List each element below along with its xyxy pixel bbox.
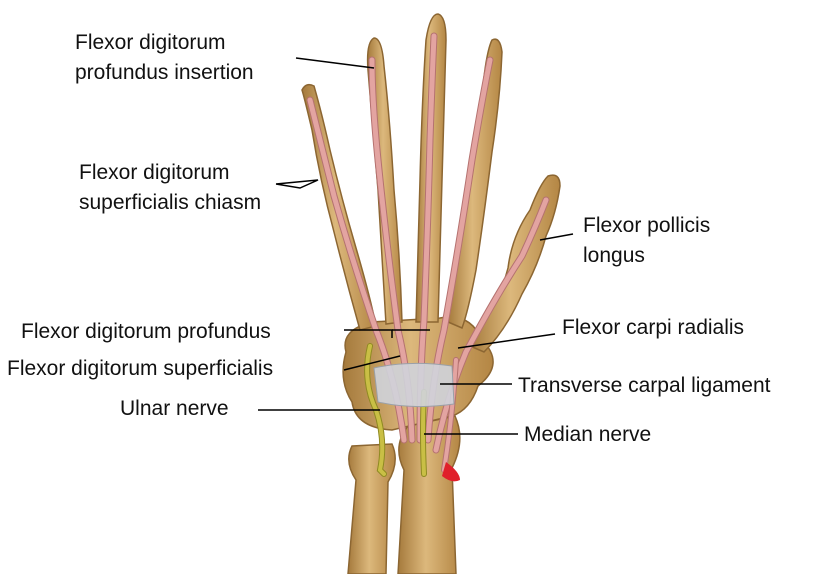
- label-fpl: Flexor pollicis longus: [583, 211, 710, 271]
- transverse-carpal-ligament-shape: [374, 363, 454, 406]
- label-fds: Flexor digitorum superficialis: [7, 354, 273, 384]
- ulna-bone: [348, 444, 395, 574]
- label-fdp-insertion: Flexor digitorum profundus insertion: [75, 28, 254, 88]
- label-tcl: Transverse carpal ligament: [518, 371, 771, 401]
- label-fds-chiasm: Flexor digitorum superficialis chiasm: [79, 158, 261, 218]
- leader-fds-chiasm: [276, 180, 318, 188]
- label-median: Median nerve: [524, 420, 651, 450]
- leader-fdp-insertion: [296, 58, 374, 68]
- index-finger-bones: [448, 39, 502, 328]
- label-fcr: Flexor carpi radialis: [562, 313, 744, 343]
- label-fdp: Flexor digitorum profundus: [21, 317, 271, 347]
- label-ulnar: Ulnar nerve: [120, 394, 229, 424]
